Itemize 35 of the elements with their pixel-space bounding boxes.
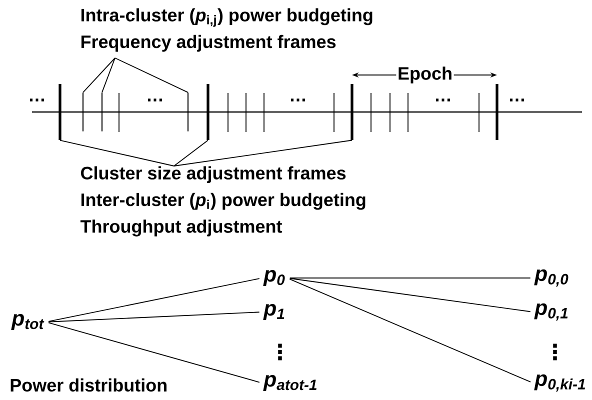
leader-line — [114, 58, 188, 93]
leader-line — [174, 140, 352, 166]
power-variable: p$_{tot}$ — [11, 314, 44, 330]
frame-tick — [187, 92, 189, 132]
power-variable: p$_{1}$ — [263, 304, 284, 320]
power-variable: p$_{0,ki-1}$ — [534, 374, 586, 392]
vertical-ellipsis: ⋮ — [553, 344, 557, 360]
branch-line — [289, 278, 531, 312]
ellipsis: … — [510, 98, 524, 102]
frame-tick — [101, 92, 103, 132]
power-variable: p$_{0,0}$ — [534, 269, 568, 287]
frame-tick — [82, 92, 84, 132]
annotation-text: Cluster size adjustment frames Inter-cluster (p$_{i}$) power budgeting Throughput adjustment — [80, 166, 366, 236]
ellipsis: … — [436, 98, 450, 102]
leader-line — [60, 140, 174, 166]
branch-line — [289, 278, 532, 382]
leader-line — [102, 58, 116, 93]
branch-line — [48, 312, 260, 322]
power-variable: p$_{0}$ — [263, 270, 285, 286]
epoch-bar — [58, 84, 62, 140]
annotation-text: Intra-cluster (p$_{i,j}$) power budgeting Frequency adjustment frames — [81, 8, 372, 52]
epoch-bar — [350, 84, 354, 140]
epoch-bar — [206, 84, 210, 140]
ellipsis: … — [148, 98, 162, 102]
power-variable: p$_{0,1}$ — [534, 303, 568, 321]
epoch-label: Epoch — [396, 65, 454, 85]
power-variable: p$_{atot-1}$ — [263, 375, 316, 391]
ellipsis: … — [291, 98, 305, 102]
leader-line — [82, 58, 116, 93]
branch-line — [48, 322, 260, 383]
branch-line — [48, 278, 260, 322]
leader-line — [174, 140, 208, 166]
ellipsis: … — [30, 98, 44, 102]
power-distribution-label: Power distribution — [10, 378, 166, 392]
vertical-ellipsis: ⋮ — [278, 344, 282, 360]
